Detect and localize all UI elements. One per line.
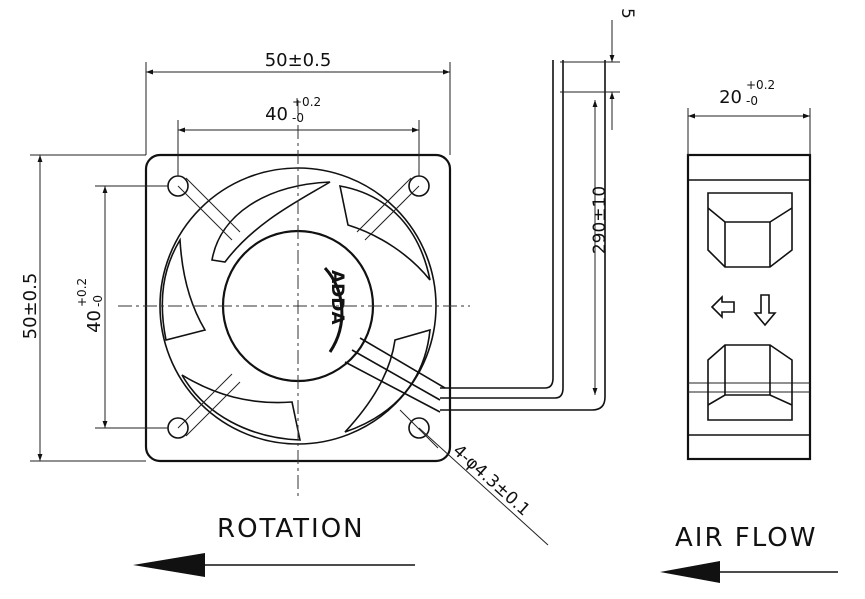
svg-text:40: 40 bbox=[84, 310, 105, 333]
overall-width-dimension-line bbox=[145, 62, 451, 155]
overall-height-dimension: 50±0.5 bbox=[20, 273, 41, 340]
side-frame-outline bbox=[686, 153, 812, 461]
side-blade-upper bbox=[707, 192, 793, 268]
rotation-label: ROTATION bbox=[217, 514, 365, 544]
side-view bbox=[686, 153, 812, 461]
hole-pitch-height-dimension: 40 +0.2 -0 bbox=[75, 278, 105, 333]
overall-width-dimension: 50±0.5 bbox=[265, 50, 332, 71]
svg-text:+0.2: +0.2 bbox=[292, 95, 321, 109]
svg-text:+0.2: +0.2 bbox=[746, 78, 775, 92]
lead-strip-ends bbox=[560, 20, 620, 130]
mounting-hole-dimension: 4-φ4.3±0.1 bbox=[449, 441, 534, 520]
fan-struts bbox=[177, 177, 420, 437]
hole-pitch-height-dimension-line bbox=[95, 185, 168, 429]
arrow-left-icon bbox=[133, 553, 415, 577]
svg-text:40: 40 bbox=[265, 104, 288, 125]
lead-strip-dimension: 5 bbox=[617, 8, 637, 19]
hole-pitch-width-dimension-line bbox=[177, 120, 420, 176]
side-blade-lower bbox=[707, 344, 793, 421]
outline-arrow-left-icon bbox=[710, 295, 735, 319]
outline-arrow-down-icon bbox=[753, 294, 777, 327]
svg-text:-0: -0 bbox=[746, 94, 758, 108]
lead-length-dimension: 290±10 bbox=[590, 186, 610, 254]
mounting-hole-leader bbox=[418, 427, 549, 546]
front-view: ADDA bbox=[118, 100, 470, 500]
hole-pitch-width-dimension: 40 +0.2 -0 bbox=[265, 95, 321, 125]
mounting-hole-bottom-right bbox=[408, 417, 430, 439]
arrow-left-icon bbox=[660, 561, 838, 583]
air-flow-label: AIR FLOW bbox=[675, 523, 817, 553]
adda-logo: ADDA bbox=[323, 266, 347, 353]
svg-text:+0.2: +0.2 bbox=[75, 278, 89, 307]
svg-text:ADDA: ADDA bbox=[327, 270, 347, 325]
cable-channel bbox=[344, 337, 446, 413]
svg-text:-0: -0 bbox=[292, 111, 304, 125]
lead-wires bbox=[440, 60, 606, 411]
svg-text:-0: -0 bbox=[91, 295, 105, 307]
fan-blades bbox=[161, 181, 431, 441]
thickness-dimension: 20 +0.2 -0 bbox=[719, 78, 775, 108]
overall-height-dimension-line bbox=[30, 154, 146, 462]
svg-text:20: 20 bbox=[719, 87, 742, 108]
thickness-dimension-line bbox=[687, 108, 811, 155]
